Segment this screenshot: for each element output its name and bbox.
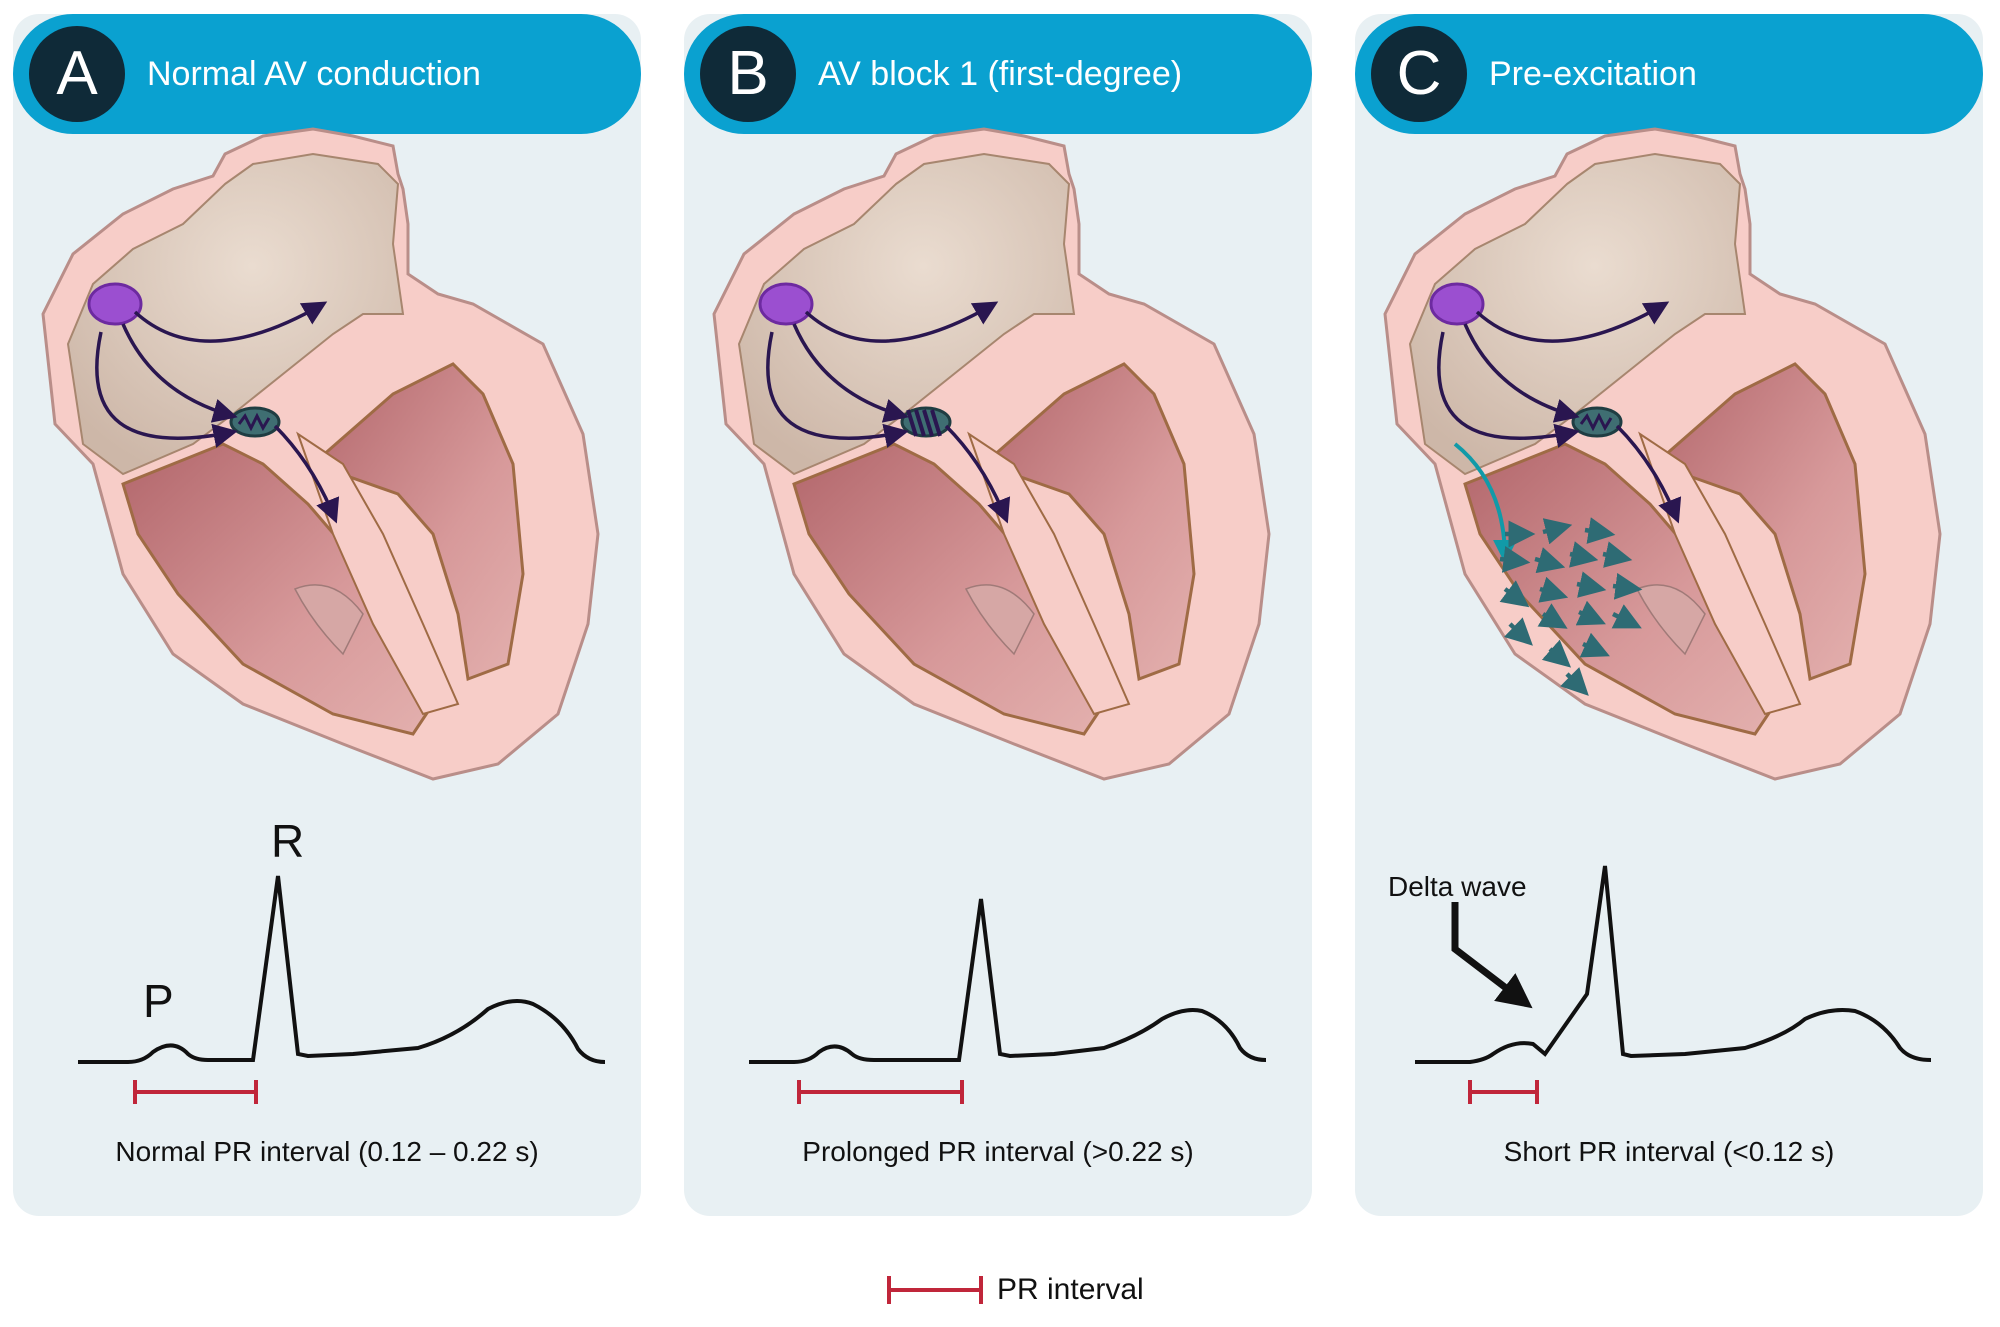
sa-node — [758, 282, 814, 326]
panel-normal-av-conduction: A Normal AV conduction — [13, 14, 641, 1216]
pr-interval-caption: Short PR interval (<0.12 s) — [1503, 1136, 1835, 1167]
panel-letter-badge: C — [1371, 26, 1467, 122]
ecg-trace — [749, 898, 1267, 1064]
heart-illustration — [1383, 127, 1942, 1104]
conduction-pathways — [766, 301, 1011, 524]
sa-node — [87, 282, 143, 326]
pr-interval-marker — [133, 1080, 258, 1104]
av-node — [1571, 406, 1623, 438]
delta-wave-label: Delta wave — [1388, 871, 1527, 902]
delta-wave-arrow — [1451, 902, 1533, 1009]
pr-interval-marker — [797, 1080, 964, 1104]
legend-label: PR interval — [997, 1273, 1144, 1306]
av-node — [229, 406, 281, 438]
ecg-trace — [78, 875, 606, 1064]
heart-shape — [712, 127, 1271, 781]
pre-excitation-arrows — [1499, 517, 1643, 696]
panel-letter-badge: A — [29, 26, 125, 122]
conduction-pathways — [1437, 301, 1682, 524]
pr-interval-marker — [1468, 1080, 1539, 1104]
panel-title: Normal AV conduction — [147, 55, 481, 93]
panel-title: AV block 1 (first-degree) — [818, 55, 1183, 93]
pr-interval-caption: Normal PR interval (0.12 – 0.22 s) — [115, 1136, 539, 1167]
panel-header: A Normal AV conduction — [13, 14, 641, 134]
pr-interval-legend-marker — [887, 1276, 983, 1304]
heart-illustration — [712, 127, 1271, 1104]
conduction-pathways — [95, 301, 340, 524]
panel-pre-excitation: C Pre-excitation — [1355, 14, 1983, 1216]
av-node-delayed — [900, 406, 952, 438]
accessory-pathway — [1453, 442, 1517, 564]
p-wave-label: P — [143, 975, 174, 1027]
panel-header: B AV block 1 (first-degree) — [684, 14, 1312, 134]
panel-letter-badge: B — [700, 26, 796, 122]
panel-av-block-1: B AV block 1 (first-degree) — [684, 14, 1312, 1216]
ecg-trace — [1415, 865, 1932, 1064]
panel-title: Pre-excitation — [1489, 55, 1697, 93]
pr-interval-caption: Prolonged PR interval (>0.22 s) — [802, 1136, 1194, 1167]
heart-illustration — [41, 127, 606, 1104]
heart-shape — [41, 127, 600, 781]
sa-node — [1429, 282, 1485, 326]
panel-header: C Pre-excitation — [1355, 14, 1983, 134]
r-wave-label: R — [271, 815, 305, 867]
legend: PR interval — [885, 1268, 1144, 1312]
